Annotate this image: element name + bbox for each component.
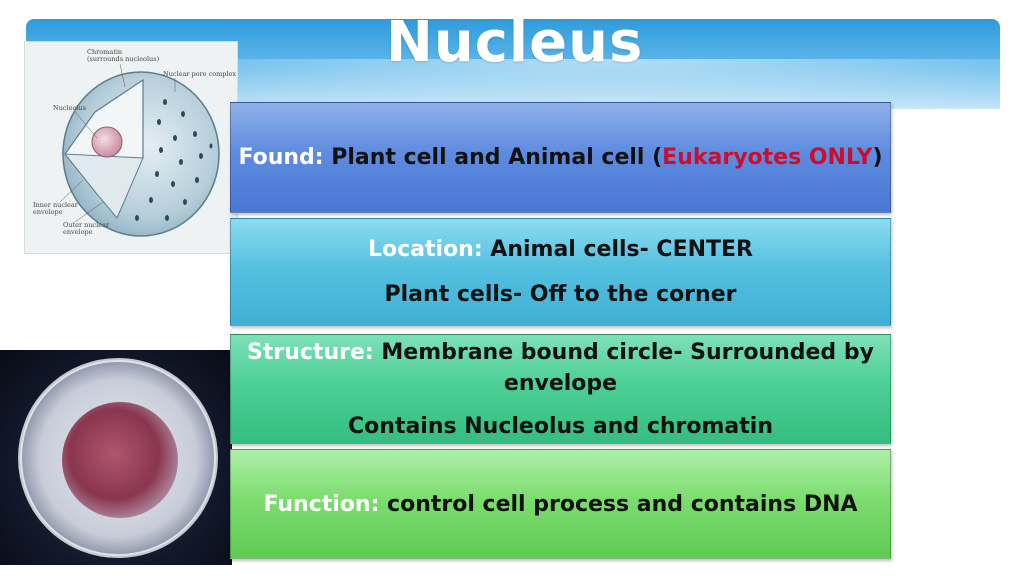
- location-box: Location: Animal cells- CENTER Plant cel…: [230, 218, 891, 326]
- location-text-1: Animal cells- CENTER: [482, 237, 753, 262]
- chromatin-label: Chromatin: [87, 48, 123, 56]
- structure-box: Structure: Membrane bound circle- Surrou…: [230, 334, 891, 444]
- nucleus-cutaway-drawing: [59, 63, 220, 237]
- location-key: Location:: [367, 237, 483, 262]
- inner-envelope-label: Inner nuclear: [33, 201, 78, 209]
- found-box: Found: Plant cell and Animal cell (Eukar…: [230, 102, 891, 213]
- found-close: ): [872, 145, 883, 170]
- function-line: Function: control cell process and conta…: [263, 489, 857, 520]
- cell-micrograph-drawing: [18, 358, 218, 558]
- found-key: Found:: [238, 145, 324, 170]
- nucleus-diagram-image: Chromatin (surrounds nucleolus) Nuclear …: [24, 41, 238, 254]
- chromatin-sub-label: (surrounds nucleolus): [87, 55, 160, 63]
- structure-key: Structure:: [247, 339, 374, 365]
- found-highlight: Eukaryotes ONLY: [662, 145, 873, 170]
- cell-micrograph-image: [0, 350, 232, 565]
- function-box: Function: control cell process and conta…: [230, 449, 891, 559]
- nuclear-pore-label: Nuclear pore complex: [163, 70, 237, 78]
- found-text: Found: Plant cell and Animal cell (Eukar…: [238, 142, 882, 173]
- structure-line-1: Structure: Membrane bound circle- Surrou…: [231, 337, 890, 399]
- function-key: Function:: [263, 491, 380, 517]
- outer-envelope-label-2: envelope: [63, 228, 93, 236]
- nucleolus-label: Nucleolus: [53, 104, 86, 112]
- structure-line-2: Contains Nucleolus and chromatin: [348, 413, 773, 439]
- location-line-2: Plant cells- Off to the corner: [384, 282, 737, 307]
- inner-envelope-label-2: envelope: [33, 208, 63, 216]
- outer-envelope-label: Outer nuclear: [63, 221, 110, 229]
- structure-text-1: Membrane bound circle- Surrounded by env…: [373, 339, 874, 396]
- function-text: control cell process and contains DNA: [379, 491, 858, 517]
- slide-title: Nucleus: [386, 10, 644, 75]
- location-line-1: Location: Animal cells- CENTER: [368, 234, 753, 265]
- found-body: Plant cell and Animal cell (: [323, 145, 663, 170]
